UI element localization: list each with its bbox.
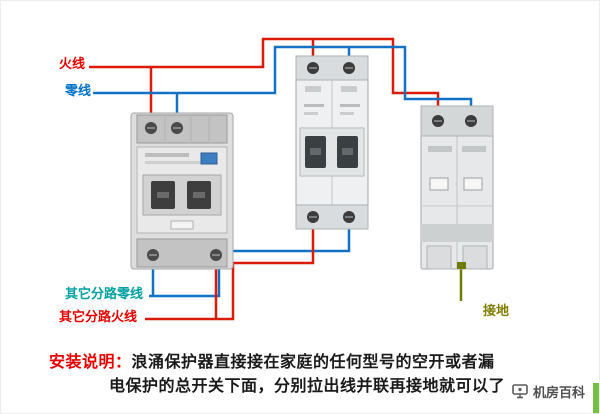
surge-protector-illustration (420, 105, 494, 270)
installation-note-line1: 安装说明：浪涌保护器直接接在家庭的任何型号的空开或者漏 (49, 350, 565, 374)
watermark: 机房百科 (512, 382, 585, 401)
installation-note-line2: 电保护的总开关下面，分别拉出线并联再接地就可以了 (108, 376, 505, 395)
label-branch-neutral: 其它分路零线 (65, 287, 144, 302)
neutral-wire-path (93, 45, 473, 115)
main-breaker-illustration (130, 112, 234, 270)
installation-note-title: 安装说明： (49, 352, 132, 371)
installation-note: 安装说明：浪涌保护器直接接在家庭的任何型号的空开或者漏 电保护的总开关下面，分别… (49, 350, 565, 398)
label-ground: 接地 (483, 304, 510, 319)
label-branch-live: 其它分路火线 (59, 310, 138, 325)
watermark-text: 机房百科 (532, 386, 585, 401)
label-neutral-wire: 零线 (65, 84, 92, 99)
installation-note-text1: 浪涌保护器直接接在家庭的任何型号的空开或者漏 (131, 352, 495, 371)
live-wire-path (89, 37, 440, 115)
monitor-icon (512, 384, 528, 399)
label-live-wire: 火线 (59, 57, 86, 72)
accent-bar (593, 383, 599, 413)
spd-breaker-illustration (295, 55, 369, 230)
